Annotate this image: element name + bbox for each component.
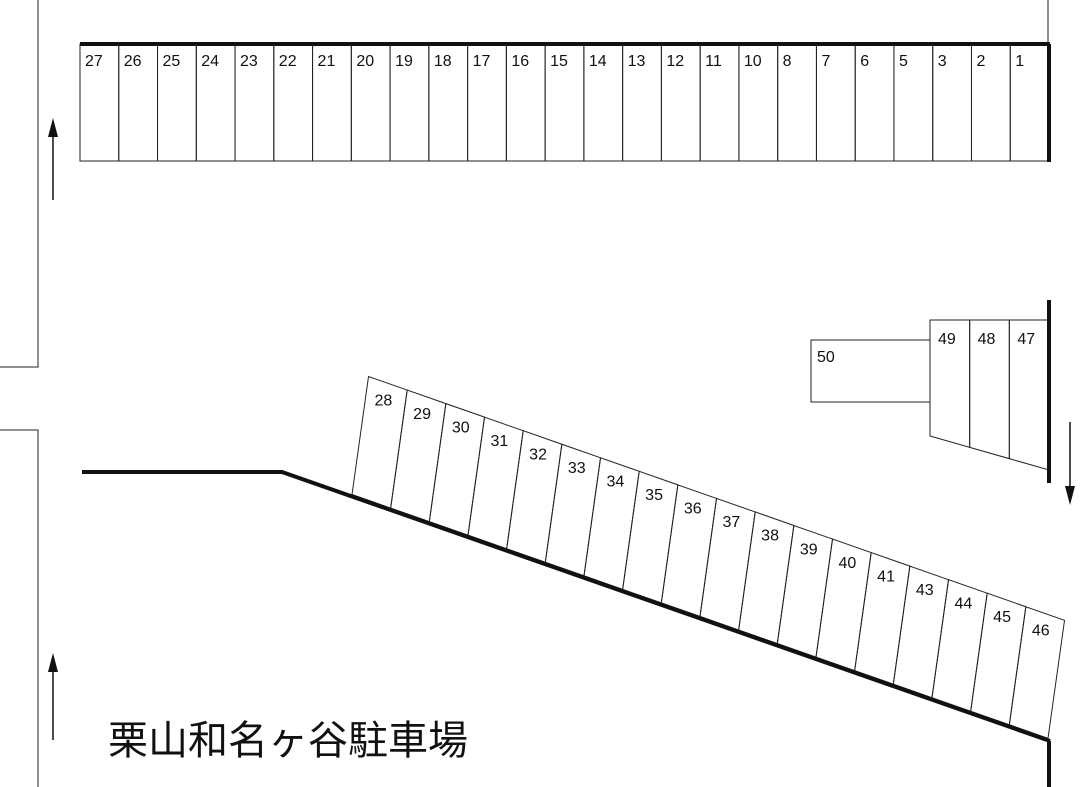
space-label-25: 25 [163, 53, 181, 70]
space-label-28: 28 [375, 392, 393, 409]
space-label-23: 23 [240, 53, 258, 70]
space-label-6: 6 [860, 53, 869, 70]
space-label-44: 44 [955, 595, 973, 612]
space-label-20: 20 [356, 53, 374, 70]
space-label-3: 3 [938, 53, 947, 70]
space-label-18: 18 [434, 53, 452, 70]
space-label-8: 8 [783, 53, 792, 70]
space-label-15: 15 [550, 53, 568, 70]
arrow-up-icon [48, 118, 58, 200]
space-label-16: 16 [511, 53, 529, 70]
space-label-13: 13 [628, 53, 646, 70]
space-label-46: 46 [1032, 623, 1050, 640]
space-label-32: 32 [529, 446, 547, 463]
space-label-34: 34 [607, 474, 625, 491]
arrow-down-icon [1065, 422, 1075, 505]
space-label-24: 24 [201, 53, 219, 70]
space-label-2: 2 [976, 53, 985, 70]
road-edge-upper-left [0, 0, 39, 368]
space-label-43: 43 [916, 582, 934, 599]
space-label-38: 38 [761, 528, 779, 545]
space-label-12: 12 [666, 53, 684, 70]
space-label-5: 5 [899, 53, 908, 70]
space-label-29: 29 [413, 406, 431, 423]
space-label-35: 35 [645, 487, 663, 504]
space-label-14: 14 [589, 53, 607, 70]
space-label-30: 30 [452, 419, 470, 436]
right-parking-block: 49 48 47 [929, 319, 1050, 471]
space-label-7: 7 [821, 53, 830, 70]
space-label-11: 11 [705, 53, 722, 70]
space-label-50: 50 [817, 349, 835, 366]
space-label-31: 31 [491, 433, 509, 450]
space-label-45: 45 [993, 609, 1011, 626]
space-label-33: 33 [568, 460, 586, 477]
lower-boundary-line [82, 470, 1051, 743]
space-label-47: 47 [1017, 331, 1035, 348]
space-label-21: 21 [318, 53, 336, 70]
space-label-41: 41 [877, 568, 895, 585]
space-label-39: 39 [800, 541, 818, 558]
space-label-19: 19 [395, 53, 413, 70]
space-label-22: 22 [279, 53, 297, 70]
parking-lot-title: 栗山和名ヶ谷駐車場 [108, 718, 468, 764]
space-label-1: 1 [1015, 53, 1024, 70]
space-label-49: 49 [938, 331, 956, 348]
space-label-27: 27 [85, 53, 103, 70]
arrow-up-icon [48, 653, 58, 740]
diagonal-parking-row: 28 29 30 31 32 33 34 35 36 37 38 39 40 41 43 44 45 46 [351, 375, 1066, 739]
space-label-26: 26 [124, 53, 142, 70]
road-edge-lower-left [0, 429, 39, 787]
space-label-36: 36 [684, 501, 702, 518]
space-label-37: 37 [723, 514, 741, 531]
space-label-48: 48 [978, 331, 996, 348]
space-label-40: 40 [839, 555, 857, 572]
space-label-10: 10 [744, 53, 762, 70]
space-label-17: 17 [473, 53, 491, 70]
